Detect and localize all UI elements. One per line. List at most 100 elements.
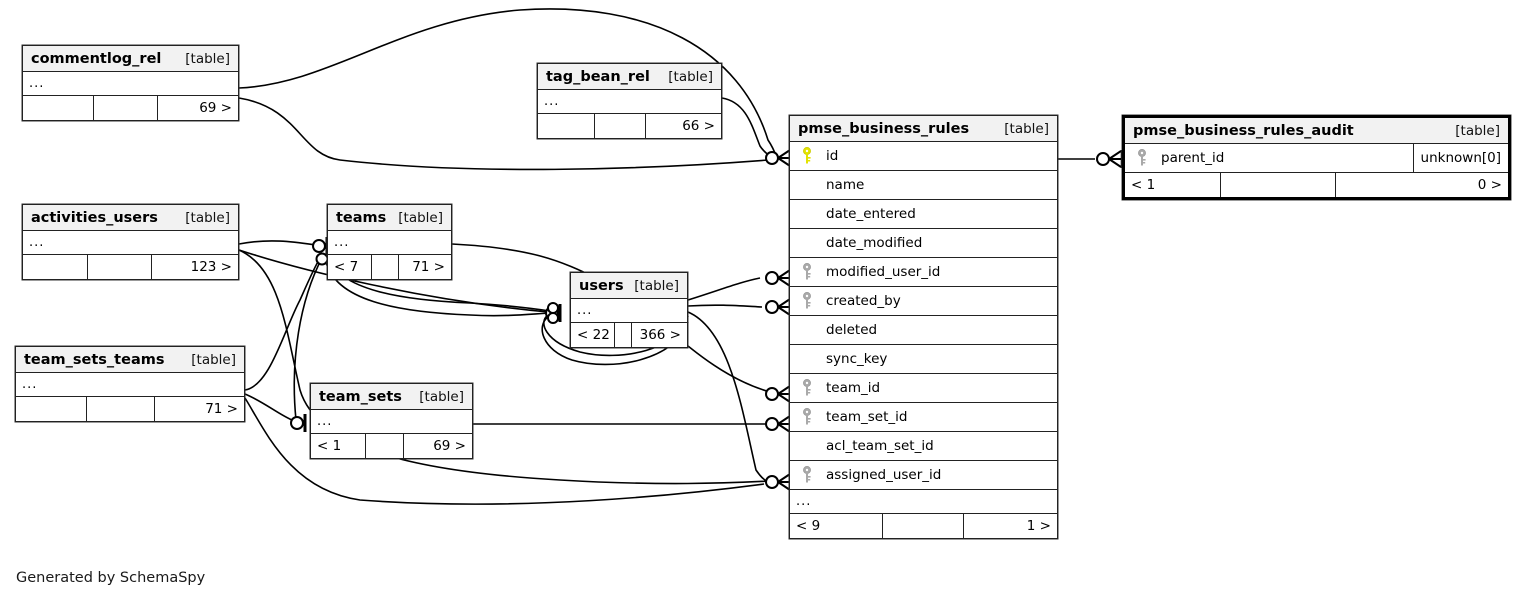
footer-outgoing: 71 > [412, 259, 445, 275]
table-tag: [table] [1004, 120, 1049, 137]
table-title: commentlog_rel [31, 50, 162, 67]
foreign-key-icon [790, 292, 824, 310]
column-row-modified_user_id[interactable]: modified_user_id [790, 258, 1057, 287]
table-team_sets_teams[interactable]: team_sets_teams [table] ... 71 > [15, 346, 245, 422]
footer-incoming: < 9 [790, 514, 884, 538]
table-title: team_sets_teams [24, 351, 165, 368]
foreign-key-icon [790, 408, 824, 426]
column-row-parent_id[interactable]: parent_id unknown[0] [1125, 144, 1508, 173]
table-pmse_business_rules[interactable]: pmse_business_rules [table] id name date… [789, 115, 1058, 539]
table-header: pmse_business_rules [table] [790, 116, 1057, 142]
table-header: tag_bean_rel [table] [538, 64, 721, 90]
footer-middle [366, 434, 405, 458]
table-tag_bean_rel[interactable]: tag_bean_rel [table] ... 66 > [537, 63, 722, 139]
footer-middle [883, 514, 964, 538]
table-header: activities_users [table] [23, 205, 238, 231]
table-footer: 69 > [23, 96, 238, 120]
table-activities_users[interactable]: activities_users [table] ... 123 > [22, 204, 239, 280]
table-title: users [579, 277, 624, 294]
foreign-key-icon [1125, 149, 1159, 167]
columns-ellipsis: ... [311, 410, 472, 434]
table-footer: 123 > [23, 255, 238, 279]
table-tag: [table] [398, 209, 443, 226]
column-row-acl_team_set_id[interactable]: acl_team_set_id [790, 432, 1057, 461]
table-tag: [table] [191, 351, 236, 368]
footer-middle [88, 255, 152, 279]
column-name: name [826, 177, 865, 193]
table-tag: [table] [634, 277, 679, 294]
column-row-sync_key[interactable]: sync_key [790, 345, 1057, 374]
table-header: team_sets [table] [311, 384, 472, 410]
footer-middle [372, 255, 400, 279]
footer-incoming [23, 255, 88, 279]
foreign-key-icon [790, 263, 824, 281]
column-name: created_by [826, 293, 901, 309]
table-team_sets[interactable]: team_sets [table] ... < 1 69 > [310, 383, 473, 459]
table-header: pmse_business_rules_audit [table] [1125, 118, 1508, 144]
column-name: team_id [826, 380, 881, 396]
footer-outgoing: 0 > [1477, 177, 1502, 193]
column-row-assigned_user_id[interactable]: assigned_user_id [790, 461, 1057, 490]
table-title: team_sets [319, 388, 402, 405]
table-tag: [table] [1455, 122, 1500, 139]
footer-outgoing: 71 > [205, 401, 238, 417]
footer-incoming: < 1 [311, 434, 366, 458]
table-tag: [table] [419, 388, 464, 405]
table-tag: [table] [668, 68, 713, 85]
generator-credit: Generated by SchemaSpy [16, 570, 206, 586]
table-footer: < 1 69 > [311, 434, 472, 458]
footer-middle [1221, 173, 1336, 197]
table-header: users [table] [571, 273, 687, 299]
column-name: id [826, 148, 839, 164]
column-name: parent_id [1161, 150, 1225, 166]
column-row-date_modified[interactable]: date_modified [790, 229, 1057, 258]
column-row-team_id[interactable]: team_id [790, 374, 1057, 403]
table-commentlog_rel[interactable]: commentlog_rel [table] ... 69 > [22, 45, 239, 121]
table-users[interactable]: users [table] ... < 22 366 > [570, 272, 688, 348]
columns-ellipsis: ... [23, 231, 238, 255]
foreign-key-icon [790, 466, 824, 484]
table-title: teams [336, 209, 387, 226]
column-name: date_entered [826, 206, 916, 222]
column-name: acl_team_set_id [826, 438, 934, 454]
footer-middle [615, 323, 633, 347]
footer-incoming [23, 96, 94, 120]
footer-outgoing: 69 > [199, 100, 232, 116]
footer-middle [87, 397, 156, 421]
table-title: pmse_business_rules_audit [1133, 122, 1354, 139]
footer-incoming: < 22 [571, 323, 616, 347]
table-footer: < 7 71 > [328, 255, 451, 279]
table-title: activities_users [31, 209, 158, 226]
foreign-key-icon [790, 379, 824, 397]
column-name: deleted [826, 322, 878, 338]
column-row-id[interactable]: id [790, 142, 1057, 171]
column-row-date_entered[interactable]: date_entered [790, 200, 1057, 229]
columns-ellipsis: ... [328, 231, 451, 255]
table-title: tag_bean_rel [546, 68, 650, 85]
column-name: date_modified [826, 235, 923, 251]
table-footer: 66 > [538, 114, 721, 138]
column-row-deleted[interactable]: deleted [790, 316, 1057, 345]
column-name: sync_key [826, 351, 888, 367]
footer-incoming: < 7 [328, 255, 373, 279]
table-footer: 71 > [16, 397, 244, 421]
footer-middle [94, 96, 159, 120]
column-row-team_set_id[interactable]: team_set_id [790, 403, 1057, 432]
table-tag: [table] [185, 50, 230, 67]
column-row-created_by[interactable]: created_by [790, 287, 1057, 316]
edge-marker-id-left [764, 147, 793, 169]
column-row-name[interactable]: name [790, 171, 1057, 200]
footer-middle [595, 114, 646, 138]
table-header: team_sets_teams [table] [16, 347, 244, 373]
table-teams[interactable]: teams [table] ... < 7 71 > [327, 204, 452, 280]
footer-outgoing: 69 > [433, 438, 466, 454]
table-header: commentlog_rel [table] [23, 46, 238, 72]
footer-incoming: < 1 [1125, 173, 1221, 197]
table-footer: < 9 1 > [790, 514, 1057, 538]
footer-outgoing: 1 > [1026, 518, 1051, 534]
column-name: team_set_id [826, 409, 908, 425]
table-pmse_business_rules_audit[interactable]: pmse_business_rules_audit [table] parent… [1122, 115, 1511, 200]
table-footer: < 1 0 > [1125, 173, 1508, 197]
column-name: assigned_user_id [826, 467, 942, 483]
footer-outgoing: 66 > [682, 118, 715, 134]
